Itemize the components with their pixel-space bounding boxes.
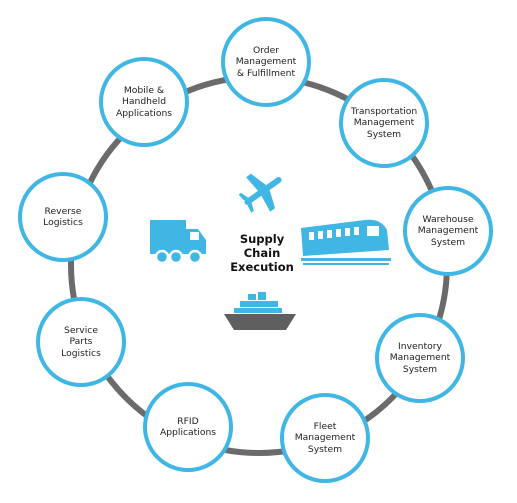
node-reverse-logistics: Reverse Logistics <box>18 172 108 262</box>
airplane-icon <box>238 173 282 213</box>
node-warehouse-management: Warehouse Management System <box>403 186 493 276</box>
train-icon <box>301 219 391 265</box>
node-order-management: Order Management & Fulfillment <box>221 17 311 107</box>
center-title: Supply Chain Execution <box>230 232 294 274</box>
ship-icon <box>224 292 296 330</box>
node-rfid-applications: RFID Applications <box>143 382 233 472</box>
node-mobile-handheld: Mobile & Handheld Applications <box>99 57 189 147</box>
node-fleet-management: Fleet Management System <box>280 393 370 483</box>
truck-icon <box>150 220 206 265</box>
node-transportation-management: Transportation Management System <box>339 78 429 168</box>
node-service-parts-logistics: Service Parts Logistics <box>36 297 126 387</box>
node-inventory-management: Inventory Management System <box>375 313 465 403</box>
